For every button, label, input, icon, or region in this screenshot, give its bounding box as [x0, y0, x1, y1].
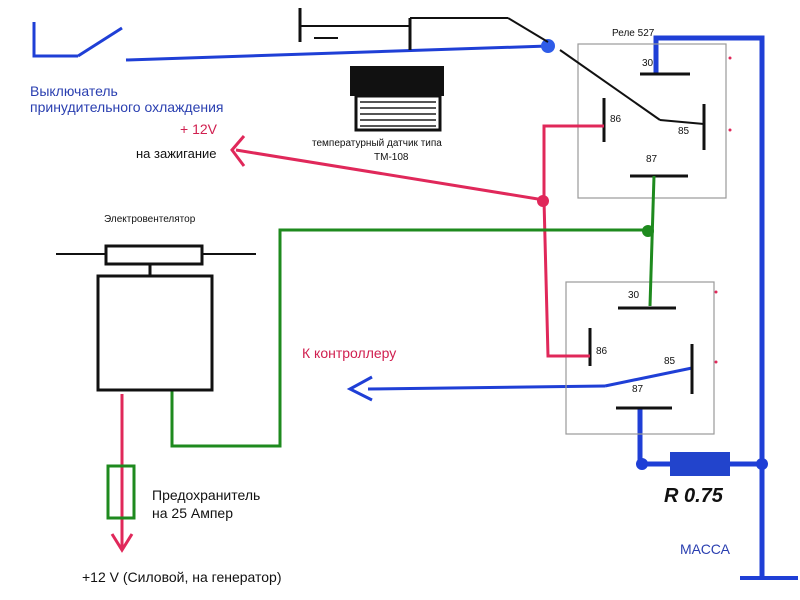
upper-relay-pin-85: 85	[678, 126, 690, 137]
lower-relay-pin-30: 30	[628, 290, 640, 301]
upper-relay-pin-30: 30	[642, 58, 654, 69]
green-wires	[170, 175, 656, 448]
upper-relay-pin-86: 86	[610, 114, 622, 125]
relay-upper	[559, 43, 732, 199]
power-label: +12 V (Силовой, на генератор)	[82, 569, 282, 585]
blue-junction-ground	[756, 458, 768, 470]
lower-relay-pin-87: 87	[632, 384, 644, 395]
lower-relay-pin-85: 85	[664, 356, 676, 367]
switch-label-line1: Выключатель	[30, 83, 118, 99]
resistor-body	[670, 452, 730, 476]
relay-name-label: Реле 527	[612, 28, 655, 39]
sensor-label-line1: температурный датчик типа	[312, 138, 442, 149]
resistor-label: R 0.75	[664, 485, 724, 507]
sensor-label-line2: ТМ-108	[374, 152, 409, 163]
temperature-sensor	[298, 8, 549, 132]
controller-label: К контроллеру	[302, 345, 396, 361]
ground-label: МАССА	[680, 541, 731, 557]
ignition-label: на зажигание	[136, 146, 217, 161]
relay-lower	[565, 281, 718, 435]
green-junction	[642, 225, 654, 237]
electric-fan	[56, 244, 256, 392]
blue-junction-top	[541, 39, 555, 53]
plus-12v-label: + 12V	[180, 121, 218, 137]
upper-relay-pin-87: 87	[646, 154, 658, 165]
red-junction	[537, 195, 549, 207]
fan-label: Электровентелятор	[104, 214, 196, 225]
switch-label-line2: принудительного охлаждения	[30, 99, 224, 115]
lower-relay-pin-86: 86	[596, 346, 608, 357]
fuse-label-line2: на 25 Ампер	[152, 505, 233, 521]
fuse	[106, 464, 136, 520]
fuse-label-line1: Предохранитель	[152, 487, 260, 503]
cooling-switch	[32, 22, 123, 58]
controller-arrow	[346, 375, 373, 402]
blue-junction-resistor	[636, 458, 648, 470]
